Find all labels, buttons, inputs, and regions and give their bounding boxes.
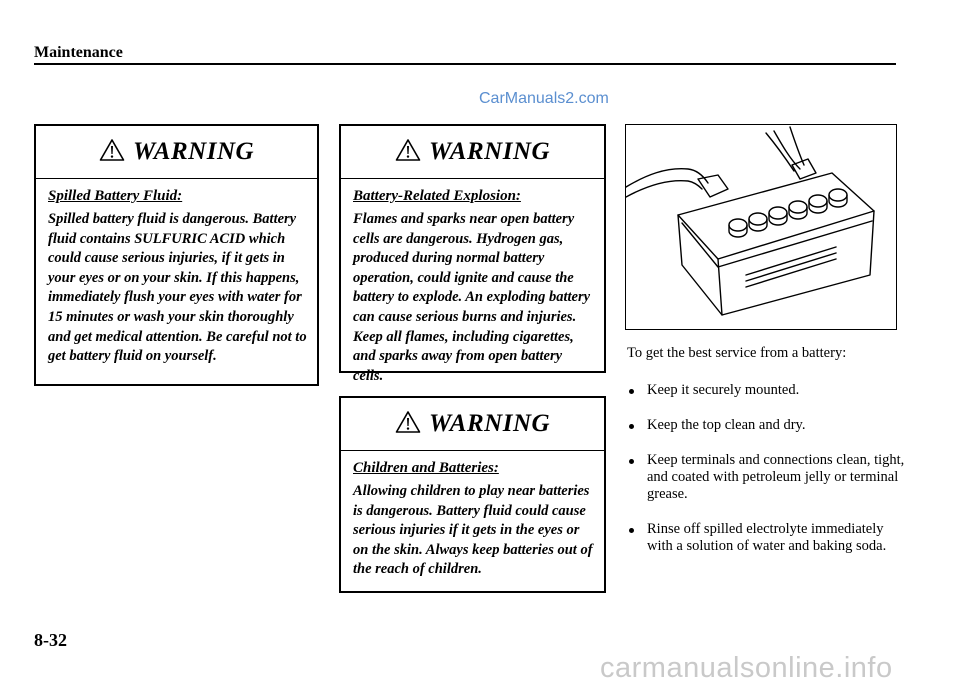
warning-title: WARNING (428, 410, 551, 437)
page-number: 8-32 (34, 630, 67, 650)
warning-subtitle: Children and Batteries: (353, 460, 499, 476)
warning-triangle-icon (395, 138, 421, 167)
warning-box-children: WARNING Children and Batteries: Allowing… (339, 396, 606, 593)
warning-header: WARNING (341, 126, 604, 179)
watermark-footer[interactable]: carmanualsonline.info (600, 652, 893, 684)
car-battery-illustration (625, 126, 875, 316)
list-item: Keep terminals and connections clean, ti… (627, 452, 907, 503)
list-item: Keep the top clean and dry. (627, 417, 907, 434)
warning-text: Allowing children to play near batteries… (353, 483, 593, 578)
bullet-icon (629, 528, 634, 533)
battery-intro-text: To get the best service from a battery: (627, 345, 847, 361)
warning-title: WARNING (428, 138, 551, 165)
list-item-text: Keep the top clean and dry. (647, 417, 806, 433)
battery-tips-list: Keep it securely mounted. Keep the top c… (627, 382, 907, 573)
list-item: Keep it securely mounted. (627, 382, 907, 399)
warning-title: WARNING (132, 138, 255, 165)
section-header: Maintenance (34, 44, 123, 61)
bullet-icon (629, 459, 634, 464)
warning-text: Spilled battery fluid is dangerous. Batt… (48, 211, 307, 365)
list-item-text: Keep terminals and connections clean, ti… (647, 452, 905, 502)
header-rule (34, 63, 896, 65)
battery-figure (625, 124, 897, 330)
warning-header: WARNING (341, 398, 604, 451)
warning-subtitle: Spilled Battery Fluid: (48, 188, 183, 204)
warning-triangle-icon (395, 410, 421, 439)
bullet-icon (629, 424, 634, 429)
warning-subtitle: Battery-Related Explosion: (353, 188, 521, 204)
list-item-text: Keep it securely mounted. (647, 382, 800, 398)
warning-header: WARNING (36, 126, 317, 179)
list-item: Rinse off spilled electrolyte immediatel… (627, 521, 907, 555)
bullet-icon (629, 389, 634, 394)
watermark-top[interactable]: CarManuals2.com (479, 90, 609, 107)
warning-text: Flames and sparks near open battery cell… (353, 211, 591, 384)
list-item-text: Rinse off spilled electrolyte immediatel… (647, 521, 887, 554)
warning-box-explosion: WARNING Battery-Related Explosion: Flame… (339, 124, 606, 384)
warning-box-spilled-fluid: WARNING Spilled Battery Fluid: Spilled b… (34, 124, 319, 386)
warning-triangle-icon (99, 138, 125, 167)
